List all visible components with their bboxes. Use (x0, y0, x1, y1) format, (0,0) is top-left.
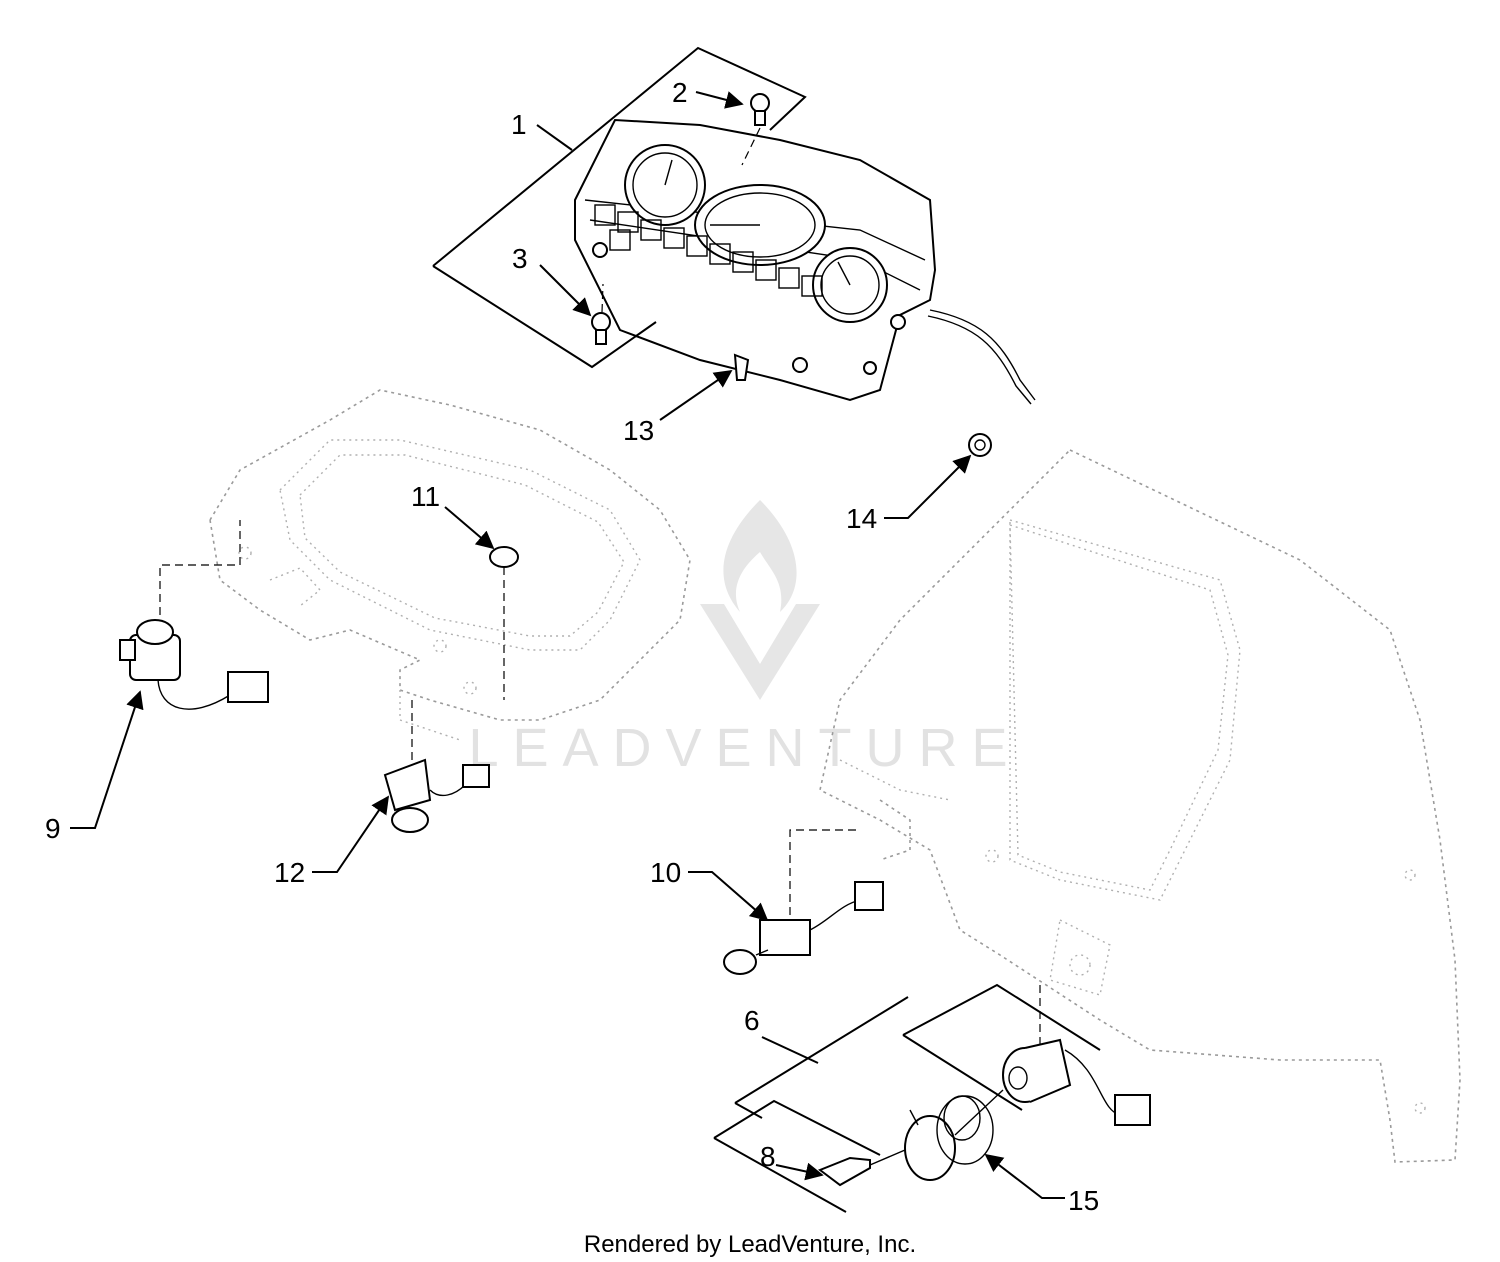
callout-12: 12 (274, 857, 305, 888)
callout-1: 1 (511, 109, 527, 140)
plug-11 (489, 546, 519, 568)
callout-6: 6 (744, 1005, 760, 1036)
bezel-15 (904, 1095, 994, 1181)
footer-credit: Rendered by LeadVenture, Inc. (584, 1231, 916, 1258)
callout-9: 9 (45, 813, 61, 844)
watermark: LEADVENTURE (468, 500, 1021, 778)
screw-13 (733, 353, 750, 381)
callout-15: 15 (1068, 1185, 1099, 1216)
dash-panel (209, 389, 691, 741)
callout-14: 14 (846, 503, 877, 534)
leader-lines (70, 91, 1065, 1199)
instrument-cluster (574, 118, 1036, 405)
callout-11: 11 (411, 481, 440, 512)
callout-3: 3 (512, 243, 528, 274)
bulb-3 (591, 312, 611, 345)
callout-10: 10 (650, 857, 681, 888)
grommet-14 (968, 433, 992, 457)
watermark-v-icon (700, 604, 820, 700)
switch-10 (723, 881, 884, 975)
bulb-2 (750, 93, 770, 126)
callout-2: 2 (672, 77, 688, 108)
group-bracket-6 (734, 996, 909, 1104)
switch-12 (383, 758, 490, 833)
switch-9 (119, 619, 269, 710)
hood-assembly (819, 449, 1461, 1163)
ignition-switch-6 (1002, 1038, 1151, 1126)
callout-labels: 1 2 3 6 8 9 10 11 12 13 14 15 (45, 77, 1099, 1216)
group-bracket-8 (713, 1099, 881, 1156)
callout-8: 8 (760, 1141, 776, 1172)
watermark-flame-icon (723, 500, 797, 612)
group-bracket-1 (432, 46, 807, 267)
key-8 (817, 1149, 906, 1187)
watermark-text: LEADVENTURE (468, 718, 1021, 778)
callout-13: 13 (623, 415, 654, 446)
